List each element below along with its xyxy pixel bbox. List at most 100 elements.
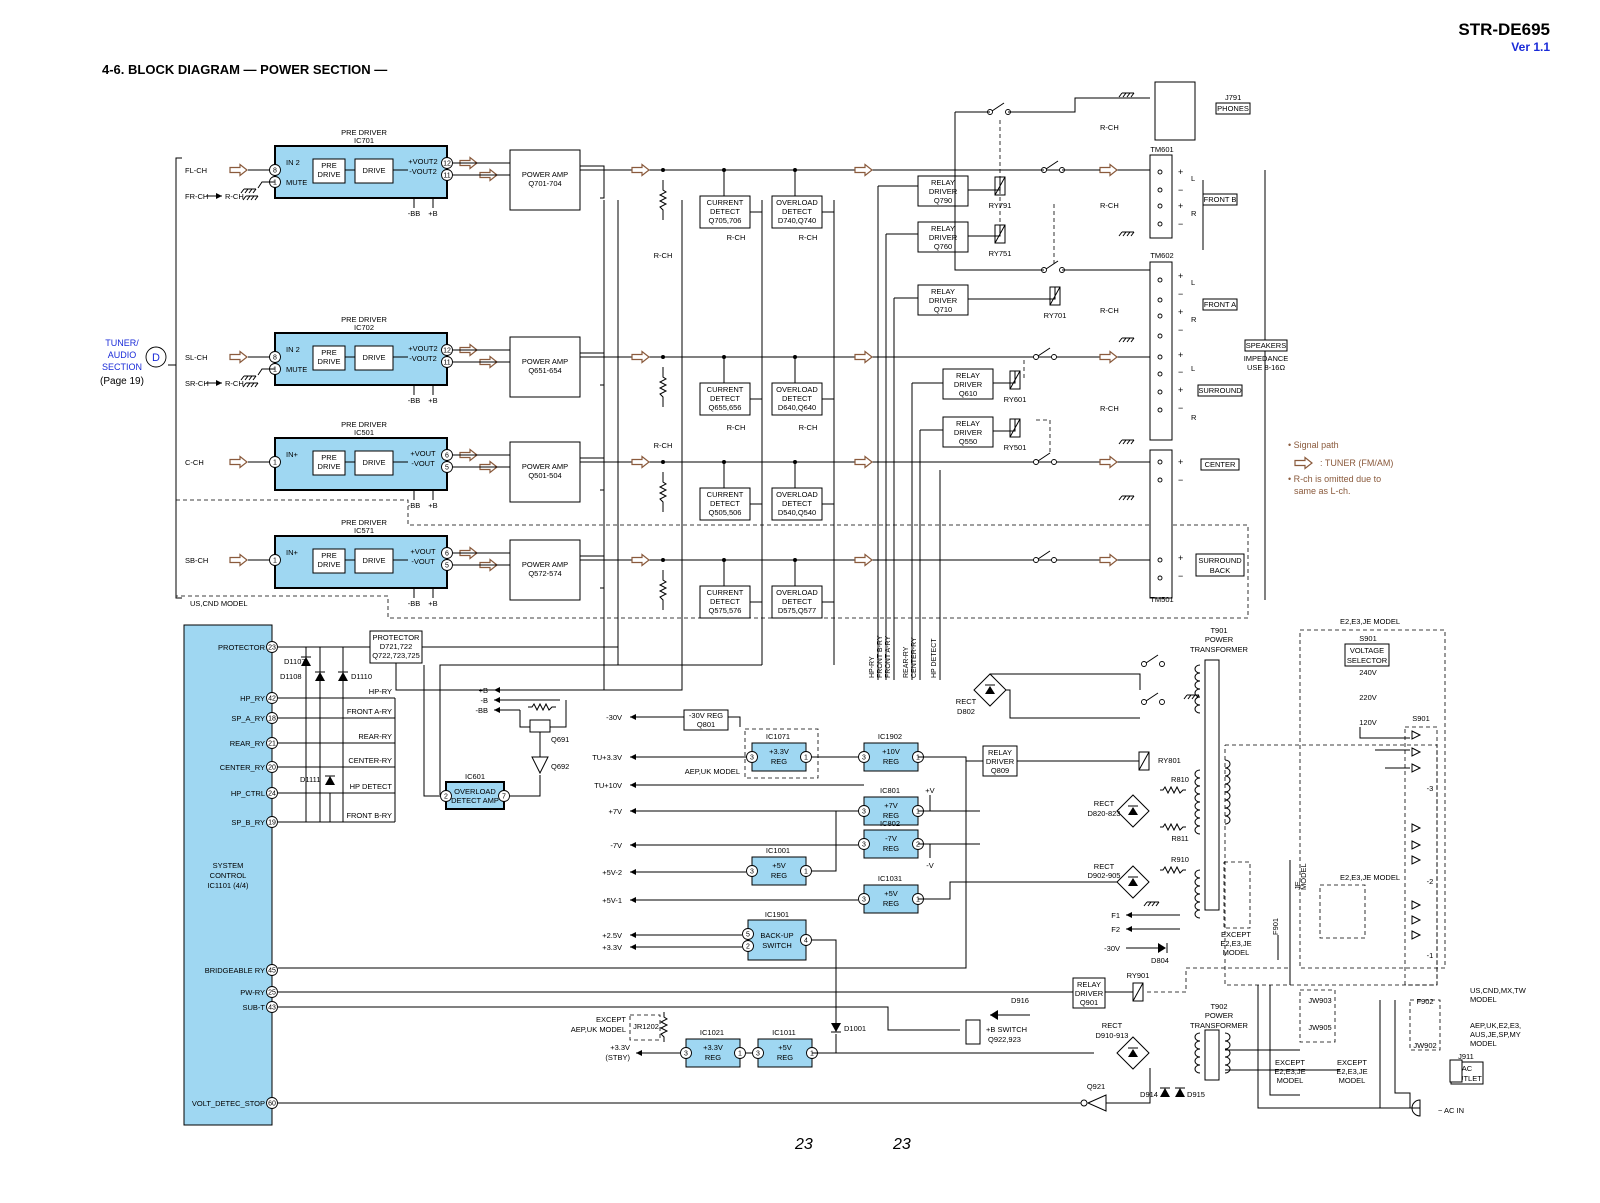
relay-driver-l1: RELAY xyxy=(931,224,955,233)
minus-bb-label: -BB xyxy=(475,706,488,715)
q901-l3: Q901 xyxy=(1080,998,1098,1007)
s901-contact xyxy=(1411,855,1422,865)
except-e2-l3: MODEL xyxy=(1223,948,1250,957)
r811-label: R811 xyxy=(1171,834,1188,843)
except-dashed xyxy=(629,1014,661,1041)
ic802-block-pin-out-num: 2 xyxy=(916,842,920,849)
except-e2b-l1: EXCEPT xyxy=(1275,1058,1305,1067)
pre-driver-pin-out2-num: 5 xyxy=(445,465,449,472)
rail-label-p5v1: +5V-1 xyxy=(602,896,622,905)
terminal-screw xyxy=(1157,313,1163,319)
d804-diode xyxy=(1158,943,1166,953)
rail-label-m7v: -7V xyxy=(610,841,622,850)
ground xyxy=(1122,92,1127,98)
resistor xyxy=(528,702,556,712)
tm602-rch: R-CH xyxy=(1100,306,1119,315)
bridge-diode xyxy=(1128,807,1138,815)
ground xyxy=(1122,495,1127,501)
channel-input-label: FL-CH xyxy=(185,166,207,175)
ground xyxy=(252,188,257,194)
ic1031-block-l1: +5V xyxy=(884,889,898,898)
ic802-block-pin-in xyxy=(858,838,870,850)
arrow-head xyxy=(216,380,222,386)
system-pin-label: PW-RY xyxy=(240,988,265,997)
arrow-head xyxy=(630,842,636,848)
reg-wire xyxy=(728,716,741,727)
s901-contact xyxy=(1411,747,1422,757)
ic1001-block-l1: +5V xyxy=(772,861,786,870)
t902-l3: TRANSFORMER xyxy=(1190,1021,1249,1030)
switch-blade xyxy=(1037,347,1051,357)
arrow-head xyxy=(630,782,636,788)
surround-back-l1: SURROUND xyxy=(1198,556,1242,565)
t901-sec2 xyxy=(1006,689,1140,719)
arrow-head xyxy=(630,897,636,903)
ic1001-block-pin-out xyxy=(800,865,812,877)
ground xyxy=(1130,337,1135,343)
terminal-screw xyxy=(1157,187,1163,193)
terminal-screw xyxy=(1157,333,1163,339)
cd-l2: DETECT xyxy=(710,207,740,216)
v220-label: 220V xyxy=(1359,693,1377,702)
ic1001-block xyxy=(751,856,807,886)
ground xyxy=(1122,439,1127,445)
pre-box-l2: DRIVE xyxy=(318,462,341,471)
terminal-screw xyxy=(1157,354,1163,360)
resistor xyxy=(658,570,668,610)
protector-l2: D721,722 xyxy=(380,642,413,651)
ry901-link xyxy=(1147,967,1290,993)
ic1031-block-ic: IC1031 xyxy=(878,874,902,883)
diode xyxy=(1160,1088,1170,1097)
ic1902-block xyxy=(863,742,919,772)
ic601-l2: DETECT AMP xyxy=(451,796,499,805)
vout-minus-label: -VOUT2 xyxy=(409,354,437,363)
terminal-screw xyxy=(1157,371,1163,377)
t901-l1: T901 xyxy=(1210,626,1227,635)
relay-driver-l3: Q710 xyxy=(934,305,952,314)
terminal-screw xyxy=(1157,297,1163,303)
ic1021-block-pin-in-num: 3 xyxy=(684,1051,688,1058)
switch-contact xyxy=(1051,354,1057,360)
cd-l1: CURRENT xyxy=(707,385,744,394)
rail-label-p7v: +7V xyxy=(608,807,622,816)
ic1031-block-pin-in-num: 3 xyxy=(862,897,866,904)
s901-contact xyxy=(1411,840,1422,850)
channel-input-label: SB-CH xyxy=(185,556,208,565)
ac-outlet-l2: OUTLET xyxy=(1452,1074,1482,1083)
protector-l3: Q722,723,725 xyxy=(372,651,420,660)
terminal-lr: L xyxy=(1191,364,1195,373)
ic1011-block-pin-out-num: 1 xyxy=(810,1051,814,1058)
pv-label: +V xyxy=(925,786,934,795)
arrow-head xyxy=(494,687,500,693)
mains-wire xyxy=(1379,1000,1420,1109)
ground xyxy=(1130,92,1135,98)
ic1071-block-ic: IC1071 xyxy=(766,732,790,741)
reg-link xyxy=(918,881,1118,900)
page-number-right: 23 xyxy=(893,1136,911,1153)
switch-blade xyxy=(1037,452,1051,462)
j791-label: J791 xyxy=(1225,93,1241,102)
pre-driver-pin-out2-num: 11 xyxy=(443,360,450,367)
ic601-pin2 xyxy=(440,790,452,802)
resistor xyxy=(658,180,668,220)
q921-buffer xyxy=(1086,1094,1107,1112)
ic801-block-pin-out-num: 1 xyxy=(916,809,920,816)
terminal-polarity: − xyxy=(1178,403,1183,413)
terminal-polarity: + xyxy=(1178,457,1183,467)
ic802-block-ic: IC802 xyxy=(880,819,900,828)
pre-driver-in-label: IN 2 xyxy=(286,158,300,167)
ic1902-block-pin-in-num: 3 xyxy=(862,755,866,762)
rail-label-tu10: TU+10V xyxy=(594,781,622,790)
bb-label: -BB xyxy=(408,396,421,405)
pre-driver-pin-in-num: 8 xyxy=(273,168,277,175)
system-pin xyxy=(266,1001,278,1013)
pre-driver-pin-out1 xyxy=(441,344,453,356)
relay-drive xyxy=(993,419,1016,432)
current-detect-box xyxy=(699,487,751,521)
overload-bus xyxy=(439,664,762,795)
switch-blade xyxy=(1037,550,1051,560)
ground xyxy=(248,188,253,194)
relay-driver-l2: DRIVER xyxy=(929,296,958,305)
backup-pin5 xyxy=(742,928,754,940)
backup-l2: SWITCH xyxy=(762,941,792,950)
